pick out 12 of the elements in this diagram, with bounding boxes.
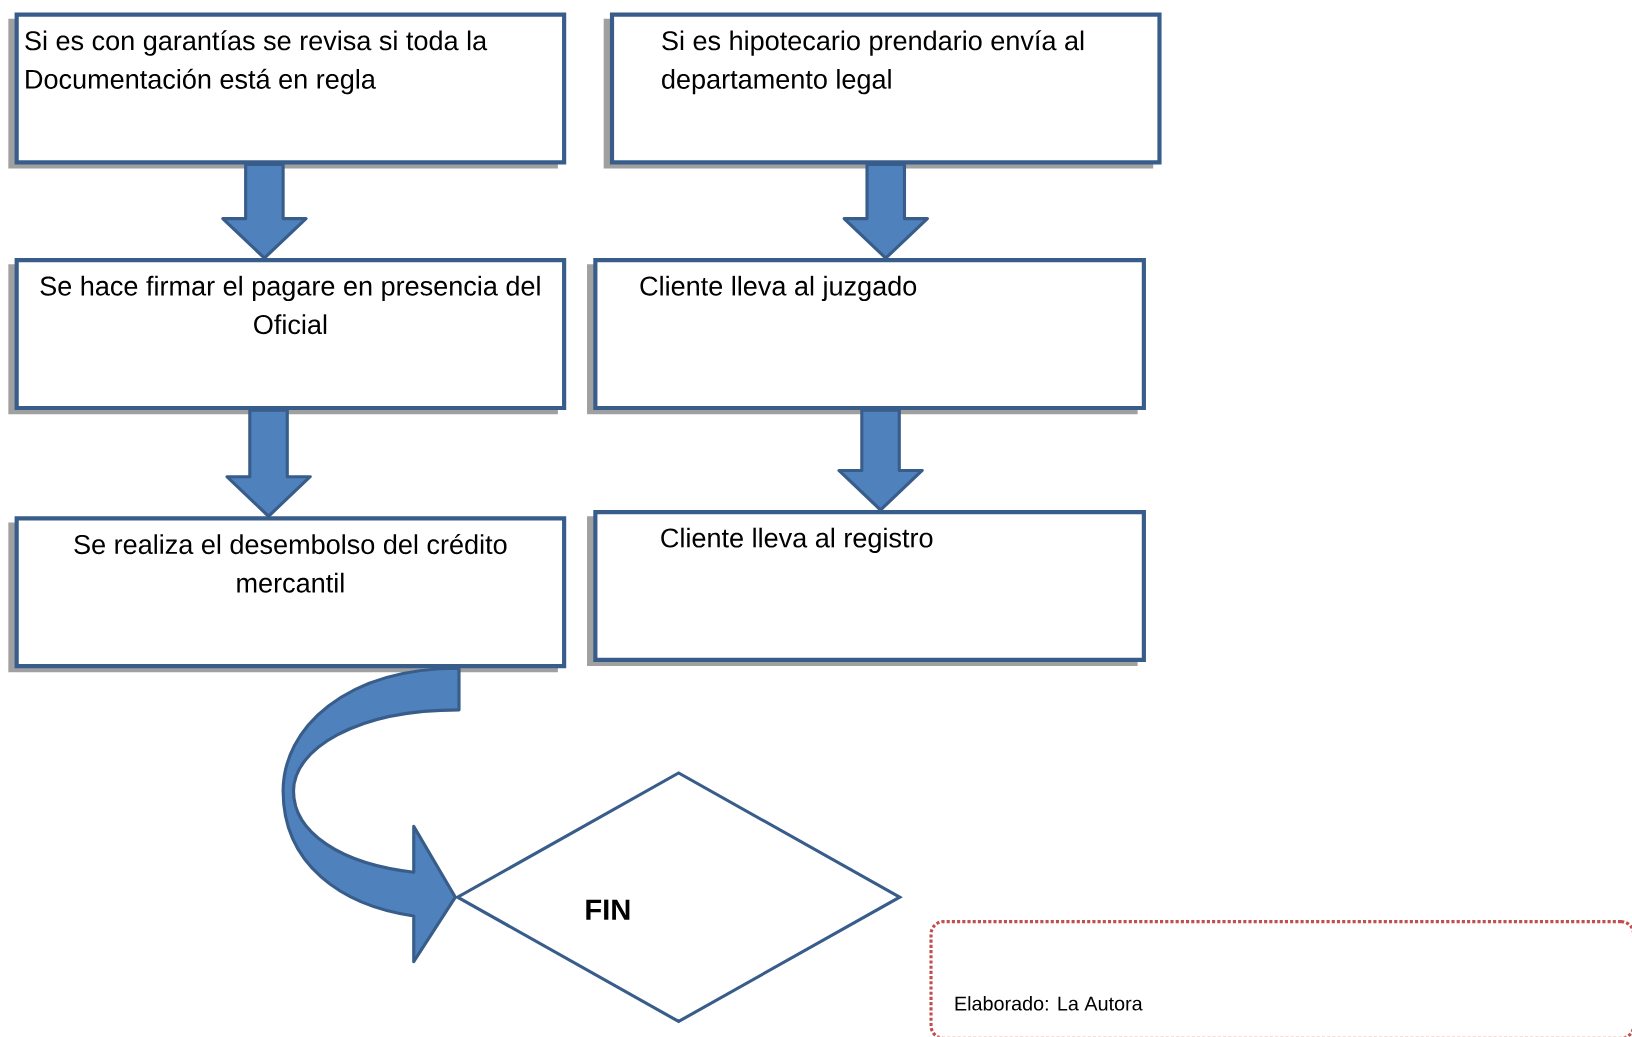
source-note: Elaborado: La Autora	[929, 920, 1632, 1037]
block-arrow	[842, 163, 929, 260]
block-arrow	[221, 163, 308, 260]
block-arrow	[225, 408, 312, 518]
process-box: Si es con garantías se revisa si toda la Documentación está en regla	[8, 12, 567, 169]
process-box: Si es hipotecario prendario envía al departamento legal	[603, 12, 1162, 169]
process-box: Cliente lleva al juzgado	[587, 258, 1146, 415]
process-box: Cliente lleva al registro	[587, 510, 1146, 667]
process-box: Se realiza el desembolso del crédito mercantil	[8, 516, 567, 673]
curved-arrow	[281, 666, 461, 964]
block-arrow	[837, 408, 924, 512]
process-box: Se hace firmar el pagare en presencia del Oficial	[8, 258, 567, 415]
